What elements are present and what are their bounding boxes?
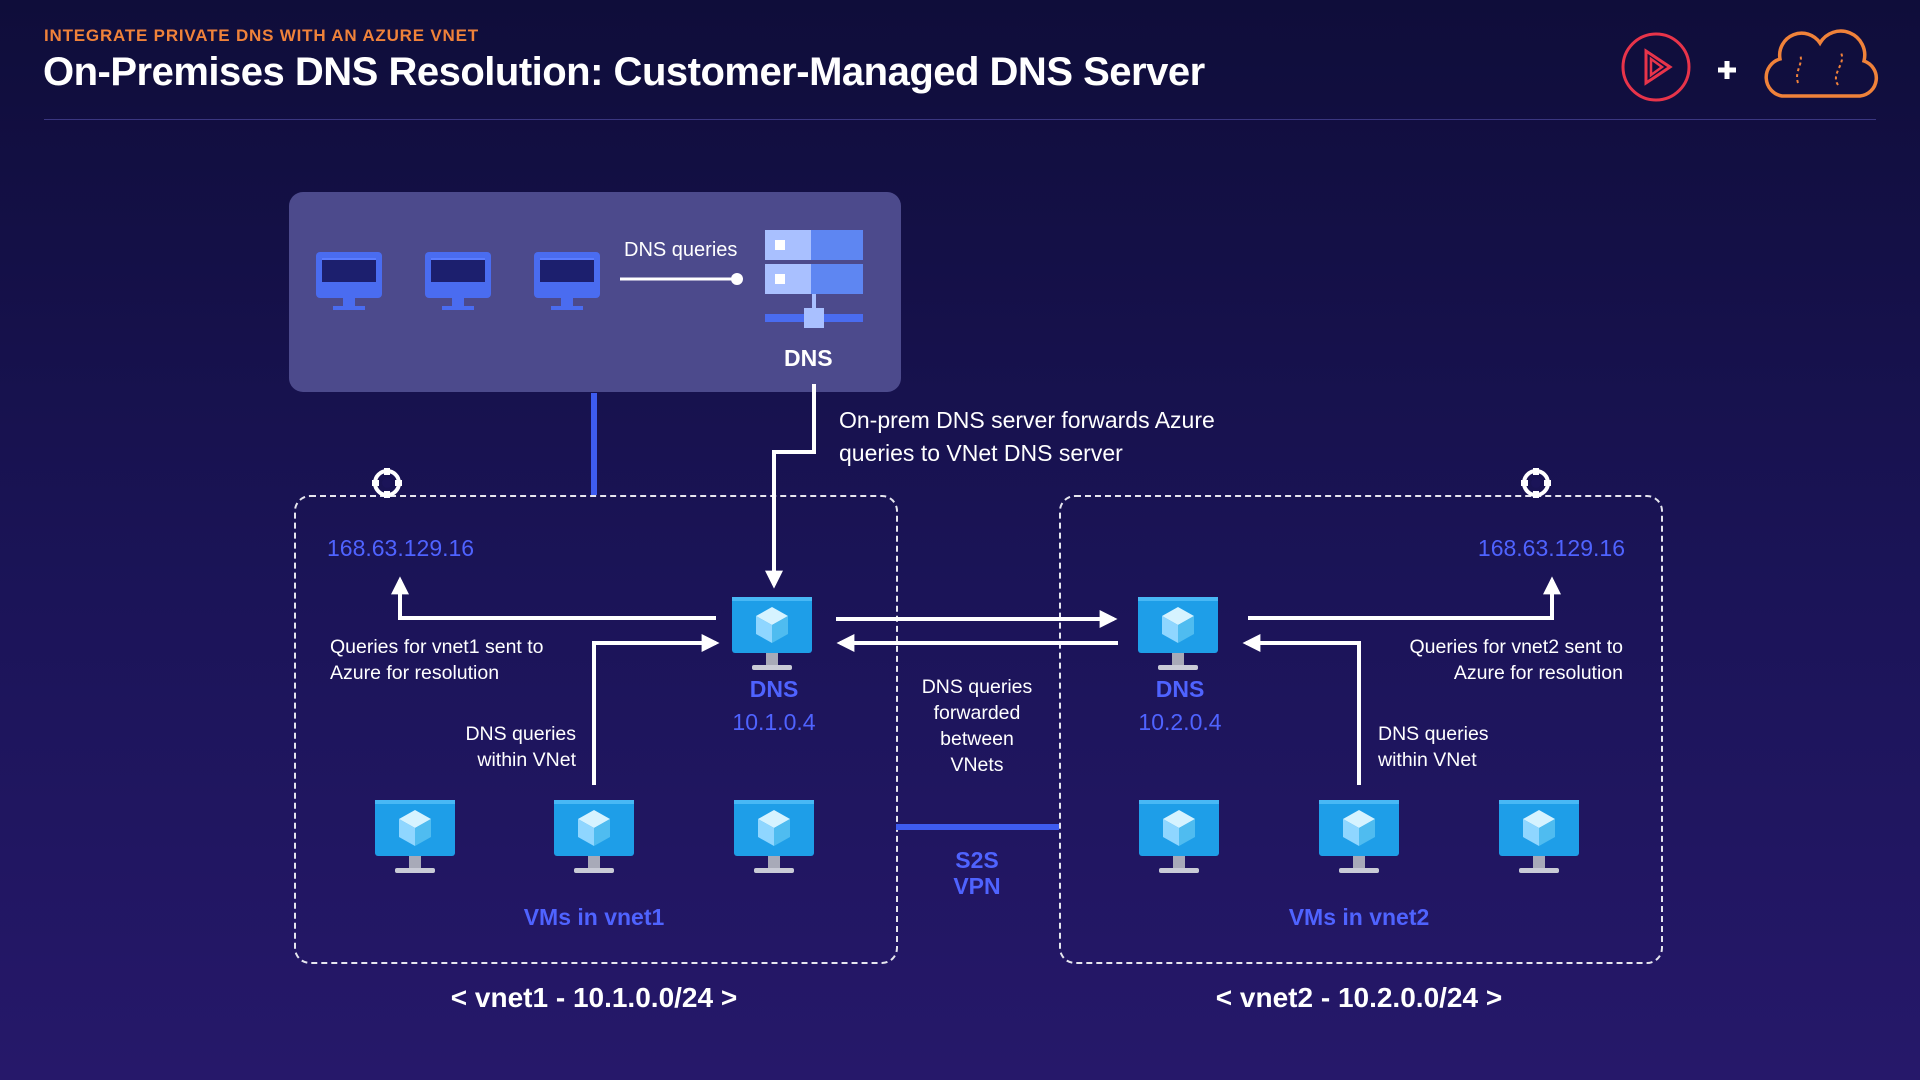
gear-icon bbox=[1519, 466, 1553, 500]
vnet2-cidr: < vnet2 - 10.2.0.0/24 > bbox=[1215, 982, 1503, 1013]
vnet2-dns-ip: 10.2.0.4 bbox=[1138, 709, 1222, 735]
vnet2-within-note-line: DNS queries bbox=[1378, 723, 1489, 745]
onprem-dns-label: DNS bbox=[784, 345, 833, 371]
arrow-vnet2-within bbox=[1242, 634, 1361, 785]
vnet2-azure-note: Queries for vnet2 sent to Azure for reso… bbox=[1343, 634, 1623, 686]
forward-arrow-onprem-to-vnet1 bbox=[765, 384, 816, 589]
forward-note-line: On-prem DNS server forwards Azure bbox=[839, 407, 1215, 433]
header-divider bbox=[44, 119, 1876, 120]
vnet1-within-note: DNS queries within VNet bbox=[420, 721, 576, 773]
plus-icon bbox=[1718, 61, 1736, 79]
cloud-logo-icon bbox=[1764, 29, 1879, 98]
vnet1-within-note-line: DNS queries bbox=[465, 723, 576, 745]
vnet2-boundary bbox=[1059, 495, 1663, 964]
vnet1-dns-ip: 10.1.0.4 bbox=[732, 709, 816, 735]
between-vnets-note-line: DNS queries bbox=[921, 676, 1033, 698]
vnet1-vms-label: VMs in vnet1 bbox=[523, 904, 665, 930]
vnet1-azure-note-line: Queries for vnet1 sent to bbox=[330, 636, 544, 658]
vnet2-within-note-line: within VNet bbox=[1378, 749, 1477, 771]
vnet1-azure-dns-ip: 168.63.129.16 bbox=[327, 535, 475, 561]
between-vnets-note: DNS queries forwarded between VNets bbox=[897, 674, 1057, 778]
vnet2-vm-icon bbox=[1319, 800, 1399, 873]
vnet2-azure-dns-ip: 168.63.129.16 bbox=[1477, 535, 1625, 561]
page-title: On-Premises DNS Resolution: Customer-Man… bbox=[43, 50, 1205, 94]
between-vnets-note-line: forwarded bbox=[933, 702, 1021, 724]
forward-note: On-prem DNS server forwards Azure querie… bbox=[839, 404, 1215, 470]
dns-queries-label: DNS queries bbox=[624, 239, 738, 261]
onprem-dns-server-icon bbox=[765, 230, 863, 328]
vnet1-dns-label: DNS bbox=[749, 676, 799, 702]
gear-icon bbox=[370, 466, 404, 500]
vnet1-boundary bbox=[294, 495, 898, 964]
vnet1-dns-vm-icon bbox=[732, 597, 812, 670]
vnet1-azure-note-line: Azure for resolution bbox=[330, 662, 500, 684]
s2s-vpn-label-line: VPN bbox=[953, 873, 1001, 899]
s2s-vpn-label-line: S2S bbox=[955, 847, 999, 873]
play-logo-icon bbox=[1621, 32, 1691, 102]
client-monitor-icon bbox=[316, 252, 382, 310]
section-eyebrow: INTEGRATE PRIVATE DNS WITH AN AZURE VNET bbox=[44, 26, 479, 45]
vnet1-vm-icon bbox=[554, 800, 634, 873]
vnet2-azure-note-line: Azure for resolution bbox=[1453, 662, 1623, 684]
between-vnets-note-line: between bbox=[940, 728, 1014, 750]
vnet2-vm-icon bbox=[1499, 800, 1579, 873]
connector-endpoint bbox=[731, 273, 743, 285]
arrow-vnet1-within bbox=[592, 634, 720, 785]
vnet1-azure-note: Queries for vnet1 sent to Azure for reso… bbox=[330, 634, 544, 686]
vnet2-vms-label: VMs in vnet2 bbox=[1288, 904, 1430, 930]
arrow-vnet2-to-azure bbox=[1248, 576, 1561, 620]
vnet1-vm-icon bbox=[375, 800, 455, 873]
vnet2-within-note: DNS queries within VNet bbox=[1378, 721, 1489, 773]
vnet1-vm-icon bbox=[734, 800, 814, 873]
client-monitor-icon bbox=[425, 252, 491, 310]
vnet2-vm-icon bbox=[1139, 800, 1219, 873]
forward-note-line: queries to VNet DNS server bbox=[839, 440, 1123, 466]
between-vnets-note-line: VNets bbox=[950, 754, 1004, 776]
arrow-vnet1-to-azure bbox=[391, 576, 716, 620]
vnet2-dns-label: DNS bbox=[1155, 676, 1205, 702]
vnet2-azure-note-line: Queries for vnet2 sent to bbox=[1409, 636, 1623, 658]
client-monitor-icon bbox=[534, 252, 600, 310]
vnet1-cidr: < vnet1 - 10.1.0.0/24 > bbox=[450, 982, 738, 1013]
vnet2-dns-vm-icon bbox=[1138, 597, 1218, 670]
s2s-vpn-label: S2S VPN bbox=[917, 847, 1037, 899]
vnet1-within-note-line: within VNet bbox=[477, 749, 576, 771]
